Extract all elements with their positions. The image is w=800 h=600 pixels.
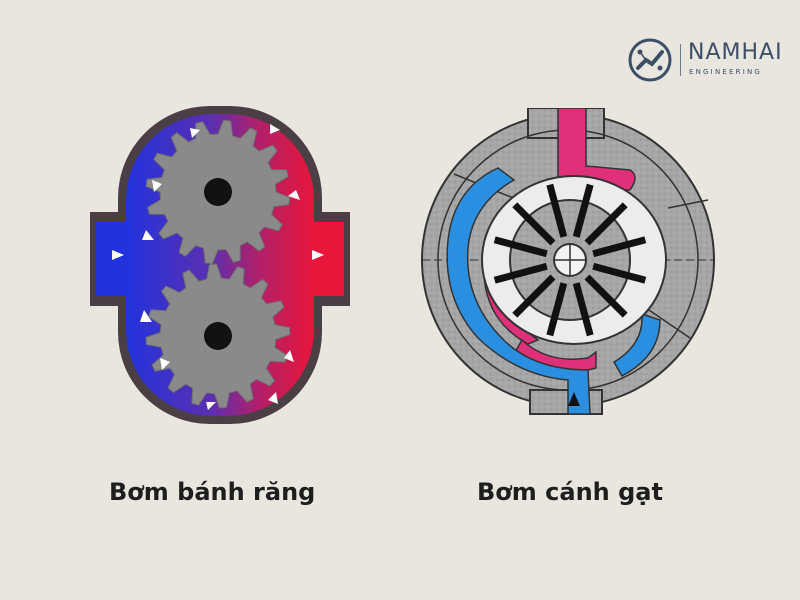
vane-blade (584, 202, 628, 246)
vane-blade (493, 236, 548, 258)
vane-pump-suction-channel (446, 167, 661, 415)
vane-blade (584, 274, 628, 318)
logo-subtitle-text: ENGINEERING (689, 68, 763, 76)
vane-blade (572, 282, 594, 337)
logo-divider (680, 44, 681, 76)
logo-brand-text: NAMHAI (688, 40, 783, 65)
vane-blade (512, 202, 556, 246)
vane-blade (493, 262, 548, 284)
gear-shaft (204, 178, 232, 206)
flow-arrows (112, 124, 324, 410)
vane-blade (592, 236, 647, 258)
vane-pump-caption: Bơm cánh gạt (477, 478, 663, 506)
company-logo: NAMHAI ENGINEERING (628, 38, 782, 82)
gear-pump-caption: Bơm bánh răng (109, 478, 316, 506)
vane-blade (592, 262, 647, 284)
vane-blade (546, 183, 568, 238)
logo-mark-icon (628, 38, 672, 82)
vane-pump-rotor (481, 175, 667, 345)
vane-blade (546, 282, 568, 337)
gear-pump-diagram (90, 106, 350, 424)
gear-shaft (204, 322, 232, 350)
lower-gear (145, 263, 291, 409)
vane-pump-diagram (421, 108, 715, 415)
upper-gear (145, 119, 291, 265)
vane-blades (493, 183, 647, 337)
vane-blade (572, 183, 594, 238)
vane-blade (512, 274, 556, 318)
